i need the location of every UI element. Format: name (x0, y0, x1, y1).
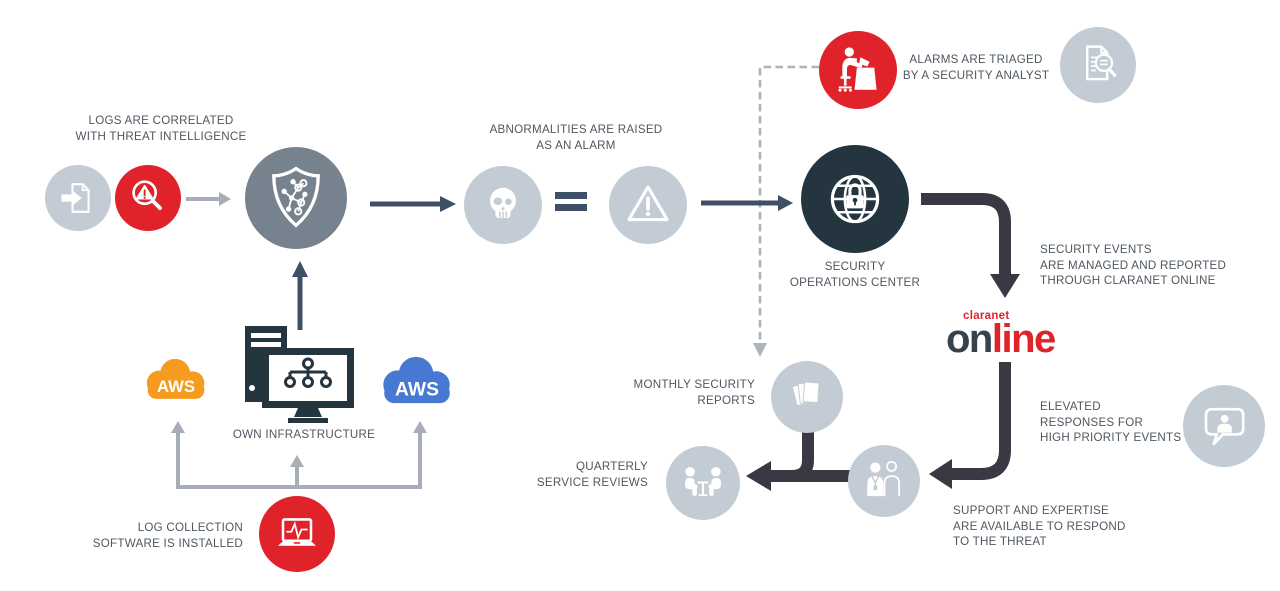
threat-intel-node (115, 165, 181, 231)
warning-triangle-icon (627, 185, 669, 222)
navy-arrowhead-alarm-soc-icon (778, 195, 793, 211)
label-soc: SECURITY OPERATIONS CENTER (789, 260, 921, 289)
alarm-node (609, 166, 687, 244)
support-people-icon (867, 460, 900, 497)
aws-cloud-icon: AWS (146, 358, 205, 399)
log-document-node (45, 165, 111, 231)
correlation-shield-node (245, 147, 347, 249)
claranet-online-logo: claranet online (946, 302, 1096, 362)
label-logs-correlated: LOGS ARE CORRELATED WITH THREAT INTELLIG… (75, 114, 247, 143)
skull-icon (490, 187, 516, 218)
label-log-collection: LOG COLLECTION SOFTWARE IS INSTALLED (92, 521, 243, 550)
label-support-expertise: SUPPORT AND EXPERTISE ARE AVAILABLE TO R… (953, 504, 1126, 548)
bracket-arrowhead-right-icon (413, 421, 427, 433)
label-own-infrastructure: OWN INFRASTRUCTURE (232, 428, 376, 441)
navy-arrowhead-infra-shield-icon (292, 261, 308, 277)
aws-cloud-left: AWS (141, 354, 211, 402)
label-security-events: SECURITY EVENTS ARE MANAGED AND REPORTED… (1040, 243, 1227, 287)
stacked-documents-icon (791, 381, 820, 407)
threat-skull-node (464, 166, 542, 244)
magnifier-alert-icon (132, 180, 162, 210)
claranet-brand-text: claranet (963, 310, 1010, 322)
label-elevated-responses: ELEVATED RESPONSES FOR HIGH PRIORITY EVE… (1040, 400, 1182, 444)
monthly-reports-node (771, 361, 843, 433)
label-monthly-reports: MONTHLY SECURITY REPORTS (633, 378, 755, 407)
dashed-arrowhead-icon (753, 343, 767, 357)
analyst-node (819, 31, 897, 109)
charcoal-arrowhead-support-icon (929, 459, 952, 489)
escalation-node (1183, 385, 1265, 467)
quarterly-review-node (666, 446, 740, 520)
laptop-pulse-icon (277, 518, 317, 546)
log-collector-node (259, 496, 335, 572)
speech-bubble-person-icon (1204, 407, 1245, 446)
label-abnormalities: ABNORMALITIES ARE RAISED AS AN ALARM (489, 123, 663, 152)
bracket-arrowhead-left-icon (171, 421, 185, 433)
bracket-arrowhead-center-icon (290, 455, 304, 467)
aws-cloud-icon: AWS (383, 356, 450, 404)
aws-label: AWS (157, 377, 195, 396)
analyst-desk-icon (838, 47, 877, 92)
online-product-text: online (946, 317, 1056, 361)
navy-arrowhead-shield-skull-icon (440, 196, 456, 212)
equals-bar-bottom (555, 204, 587, 211)
shield-network-icon (272, 166, 320, 228)
aws-label: AWS (395, 379, 439, 400)
soc-node (801, 145, 909, 253)
aws-cloud-right: AWS (375, 353, 459, 405)
charcoal-arrowhead-online-icon (990, 274, 1020, 298)
label-alarms-triaged: ALARMS ARE TRIAGED BY A SECURITY ANALYST (902, 53, 1050, 82)
own-infrastructure-node (240, 318, 370, 426)
document-magnifier-icon (1085, 45, 1117, 81)
label-quarterly-reviews: QUARTERLY SERVICE REVIEWS (536, 460, 648, 489)
computer-monitor-icon (245, 326, 354, 423)
globe-lock-icon (830, 174, 880, 224)
document-import-icon (61, 183, 90, 213)
meeting-table-icon (685, 467, 721, 497)
support-team-node (848, 445, 920, 517)
equals-bar-top (555, 192, 587, 199)
charcoal-arrowhead-review-icon (746, 461, 771, 491)
gray-arrowhead-icon (219, 192, 231, 206)
navy-arrows (297, 200, 778, 330)
triage-report-node (1060, 27, 1136, 103)
